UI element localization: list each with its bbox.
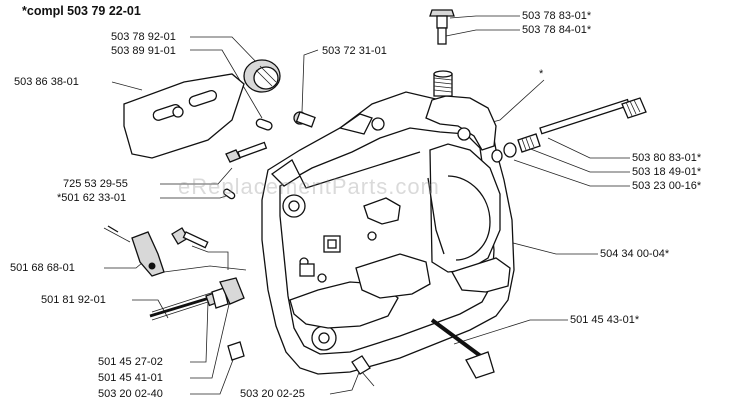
- cover-body: [261, 91, 515, 375]
- part-label-503-80-83-01: 503 80 83-01*: [632, 152, 702, 164]
- part-label-501-45-43-01: 501 45 43-01*: [570, 314, 640, 326]
- chain-guide-plate: [123, 73, 245, 159]
- part-label-725-53-29-55: 725 53 29-55: [63, 178, 128, 190]
- part-label-503-23-00-16: 503 23 00-16*: [632, 180, 702, 192]
- part-label-503-20-02-40: 503 20 02-40: [98, 388, 163, 400]
- part-label-503-78-84-01: 503 78 84-01*: [522, 24, 592, 36]
- plug-cap: [243, 59, 316, 131]
- part-label-501-68-68-01: 501 68 68-01: [10, 262, 75, 274]
- part-label-503-18-49-01: 503 18 49-01*: [632, 166, 702, 178]
- bottom-bolt: [430, 318, 495, 379]
- bolt-assembly-top: [429, 9, 455, 97]
- part-label-503-78-92-01: 503 78 92-01: [111, 31, 176, 43]
- chain-adjuster: [491, 97, 647, 163]
- part-label-501-45-27-02: 501 45 27-02: [98, 356, 163, 368]
- part-label-503-78-83-01: 503 78 83-01*: [522, 10, 592, 22]
- part-label-503-72-31-01: 503 72 31-01: [322, 45, 387, 57]
- part-label-503-86-38-01: 503 86 38-01: [14, 76, 79, 88]
- part-label-501-81-92-01: 501 81 92-01: [41, 294, 106, 306]
- part-label-501-45-41-01: 501 45 41-01: [98, 372, 163, 384]
- part-label-501-62-33-01: *501 62 33-01: [57, 192, 127, 204]
- part-label-503-20-02-25: 503 20 02-25: [240, 388, 305, 400]
- left-hardware: [103, 141, 375, 387]
- part-label-504-34-00-04: 504 34 00-04*: [600, 248, 670, 260]
- part-label-asterisk: *: [539, 68, 544, 80]
- assembly-title: *compl 503 79 22-01: [22, 4, 141, 18]
- watermark: eReplacementParts.com: [178, 174, 440, 199]
- part-label-503-89-91-01: 503 89 91-01: [111, 45, 176, 57]
